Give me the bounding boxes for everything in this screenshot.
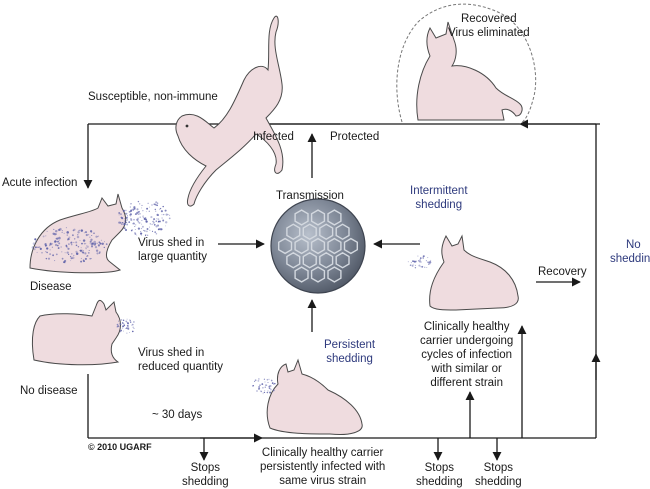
- sneezing-cat-icon: [31, 299, 135, 366]
- virus-shed-reduced-line-1: Virus shed in: [138, 347, 205, 359]
- stops-2-line-2: shedding: [416, 476, 463, 488]
- disease-label: Disease: [30, 281, 72, 293]
- carrier-cycles-line-1: Clinically healthy: [423, 321, 510, 333]
- carrier-persistent-line-1: Clinically healthy carrier: [261, 447, 384, 459]
- infected-label: Infected: [253, 131, 294, 143]
- virus-shed-large-line-2: large quantity: [138, 251, 208, 263]
- no-shedding-line-2: shedding: [610, 253, 650, 265]
- recovered-halo: [396, 3, 537, 125]
- virus-spray-persistent: [251, 378, 276, 395]
- recovered-line-2: Virus eliminated: [448, 27, 530, 39]
- no-disease-label: No disease: [20, 385, 78, 397]
- stops-3-line-2: shedding: [475, 476, 522, 488]
- transmission-label: Transmission: [276, 190, 344, 202]
- calicivirus-virion-icon: [270, 198, 366, 294]
- cycle-lines: [83, 119, 601, 461]
- virus-spray-large: [31, 200, 171, 264]
- intermittent-shedding-label: Intermittent shedding: [410, 184, 468, 212]
- carrier-cycles-line-3: cycles of infection: [421, 349, 513, 361]
- thirty-days-label: ~ 30 days: [152, 409, 203, 421]
- stops-shedding-1-label: Stops shedding: [182, 461, 229, 489]
- virus-shed-large-label: Virus shed in large quantity: [138, 236, 207, 264]
- recovered-line-1: Recovered: [460, 13, 517, 25]
- carrier-persistent-line-3: same virus strain: [279, 475, 367, 487]
- carrier-cycles-line-5: different strain: [430, 377, 503, 389]
- jumping-cat-icon: [175, 15, 284, 207]
- virus-spray-reduced: [116, 318, 135, 334]
- no-shedding-label: No shedding: [610, 238, 650, 266]
- virus-spray-intermittent: [407, 255, 432, 269]
- persistent-line-2: shedding: [326, 353, 373, 365]
- intermittent-carrier-cat-icon: [407, 234, 519, 311]
- stops-2-line-1: Stops: [424, 462, 455, 474]
- copyright-label: © 2010 UGARF: [88, 442, 152, 452]
- intermittent-line-2: shedding: [415, 199, 463, 211]
- diseased-cat-icon: [29, 193, 171, 274]
- persistent-carrier-cat-icon: [251, 358, 363, 435]
- no-shedding-line-1: No: [625, 239, 641, 251]
- virus-shed-reduced-label: Virus shed in reduced quantity: [138, 346, 223, 374]
- protected-label: Protected: [330, 131, 380, 143]
- persistent-shedding-label: Persistent shedding: [324, 338, 375, 366]
- stops-shedding-3-label: Stops shedding: [475, 461, 522, 489]
- recovery-label: Recovery: [538, 266, 587, 278]
- recovered-label: Recovered Virus eliminated: [448, 12, 530, 40]
- stops-1-line-2: shedding: [182, 476, 229, 488]
- virus-shed-reduced-line-2: reduced quantity: [138, 361, 224, 373]
- carrier-cycles-label: Clinically healthy carrier undergoing cy…: [420, 320, 513, 390]
- persistent-line-1: Persistent: [324, 339, 376, 351]
- carrier-persistent-line-2: persistently infected with: [260, 461, 386, 473]
- carrier-persistent-label: Clinically healthy carrier persistently …: [260, 446, 385, 488]
- recovered-cat-icon: [416, 21, 523, 121]
- stops-3-line-1: Stops: [483, 462, 514, 474]
- acute-infection-label: Acute infection: [2, 177, 78, 189]
- stops-shedding-2-label: Stops shedding: [416, 461, 463, 489]
- virus-shed-large-line-1: Virus shed in: [138, 237, 205, 249]
- susceptible-label: Susceptible, non-immune: [88, 91, 218, 103]
- intermittent-line-1: Intermittent: [410, 185, 468, 197]
- carrier-cycles-line-4: with similar or: [431, 363, 502, 375]
- stops-1-line-1: Stops: [190, 462, 221, 474]
- carrier-cycles-line-2: carrier undergoing: [420, 335, 514, 347]
